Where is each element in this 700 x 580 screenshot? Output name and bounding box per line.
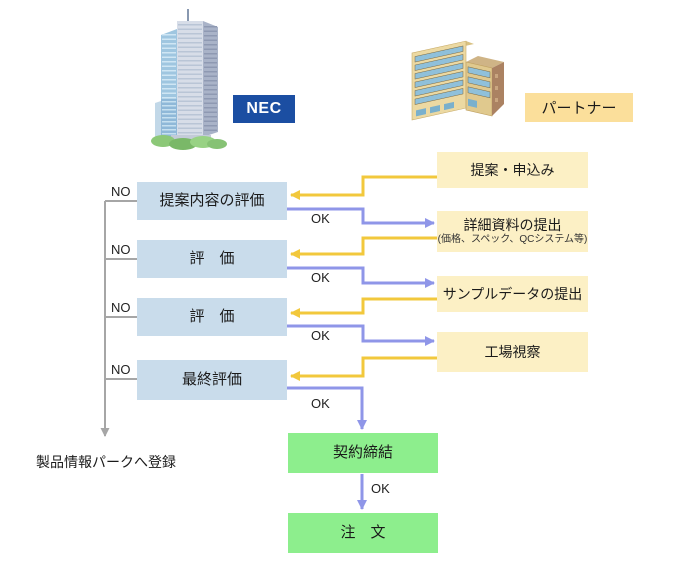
step-evaluation-3: 評 価: [137, 298, 287, 336]
partner-building-illustration: [411, 40, 504, 121]
no-label-1: NO: [111, 184, 131, 199]
step-final-evaluation: 最終評価: [137, 360, 287, 400]
nec-tag: NEC: [233, 95, 295, 123]
arrow-documents-to-eval2: [290, 236, 437, 259]
arrow-eval3-ok-to-inspection: [287, 324, 435, 346]
ok-label-1: OK: [311, 211, 330, 226]
ok-label-5: OK: [371, 481, 390, 496]
nec-building-illustration: [151, 9, 227, 150]
step-factory-inspection: 工場視察: [437, 332, 588, 372]
step-evaluation-2: 評 価: [137, 240, 287, 278]
no-path-lines: [100, 200, 137, 437]
arrow-application-to-eval1: [290, 175, 437, 200]
step-sample-data: サンプルデータの提出: [437, 276, 588, 312]
arrow-eval1-ok-to-documents: [287, 207, 435, 228]
arrow-inspection-to-final-eval: [290, 356, 437, 381]
step-proposal-evaluation: 提案内容の評価: [137, 182, 287, 220]
step-order: 注 文: [288, 513, 438, 553]
no-label-2: NO: [111, 242, 131, 257]
ok-label-3: OK: [311, 328, 330, 343]
step-proposal-application: 提案・申込み: [437, 152, 588, 188]
partner-building: [411, 40, 504, 121]
partner-tag: パートナー: [525, 93, 633, 122]
ok-label-4: OK: [311, 396, 330, 411]
arrow-eval2-ok-to-sample: [287, 266, 435, 288]
step-detailed-documents-subtitle: (価格、スペック、QCシステム等): [437, 234, 588, 246]
nec-tower: [151, 9, 227, 150]
register-note: 製品情報パークへ登録: [36, 454, 176, 470]
step-contract-conclusion: 契約締結: [288, 433, 438, 473]
step-detailed-documents-title: 詳細資料の提出: [463, 217, 562, 234]
arrow-sample-to-eval3: [290, 297, 437, 318]
no-label-4: NO: [111, 362, 131, 377]
ok-label-2: OK: [311, 270, 330, 285]
step-detailed-documents: 詳細資料の提出 (価格、スペック、QCシステム等): [437, 211, 588, 252]
no-label-3: NO: [111, 300, 131, 315]
